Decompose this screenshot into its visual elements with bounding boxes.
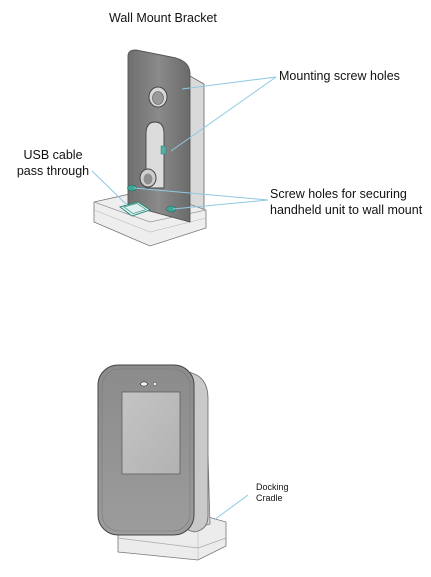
callout-securing-line-2: handheld unit to wall mount	[270, 202, 422, 218]
handheld-in-cradle	[98, 365, 226, 560]
callout-usb-line-1: USB cable	[10, 147, 96, 163]
callout-usb-pass-through: USB cable pass through	[10, 147, 96, 179]
callout-securing-line-1: Screw holes for securing	[270, 186, 422, 202]
callout-docking-cradle: Docking Cradle	[256, 482, 289, 504]
camera-lens	[141, 382, 148, 386]
wall-mount-bracket	[94, 50, 206, 246]
callout-docking-line-2: Cradle	[256, 493, 289, 504]
leader-line-cradle	[214, 495, 248, 520]
callout-securing-screw-holes: Screw holes for securing handheld unit t…	[270, 186, 422, 218]
callout-usb-line-2: pass through	[10, 163, 96, 179]
figure-title: Wall Mount Bracket	[109, 10, 217, 26]
device-screen	[122, 392, 180, 474]
callout-docking-line-1: Docking	[256, 482, 289, 493]
sensor-dot	[153, 382, 157, 386]
callout-mounting-screw-holes: Mounting screw holes	[279, 68, 400, 84]
